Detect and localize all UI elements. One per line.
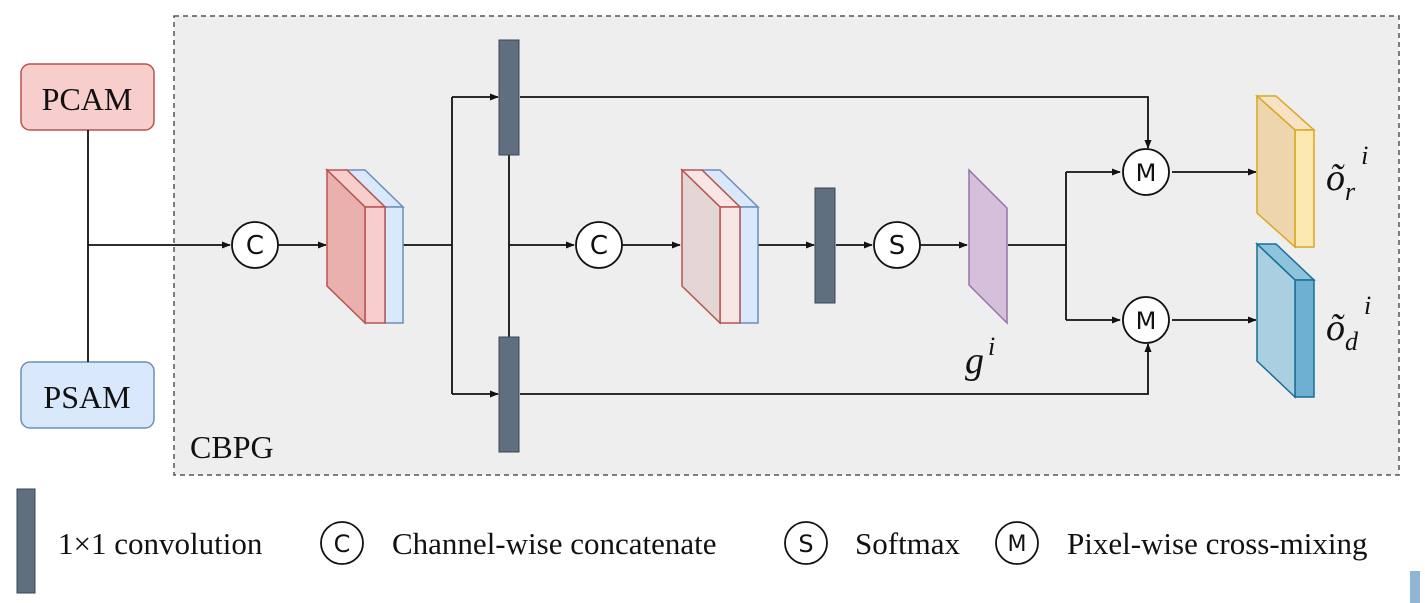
output-r-label: õri (1326, 141, 1368, 206)
svg-text:M: M (1136, 307, 1157, 335)
concat-feature-stack-1 (325, 168, 405, 325)
svg-text:C: C (334, 530, 351, 558)
svg-text:S: S (889, 231, 906, 261)
conv-bar-bottom (498, 336, 520, 453)
pcam-label: PCAM (42, 81, 133, 117)
legend-softmax-icon (784, 521, 828, 565)
legend-concat-icon (320, 521, 364, 565)
legend-conv-swatch (16, 488, 36, 594)
conv-bar-middle (814, 187, 836, 304)
output-feature-r (1255, 94, 1316, 249)
svg-text:M: M (1136, 159, 1157, 187)
output-feature-d (1255, 242, 1316, 399)
legend-mix-icon (995, 521, 1039, 565)
concat-op-1: C (231, 221, 279, 269)
legend-conv-label: 1×1 convolution (58, 526, 263, 561)
svg-text:S: S (798, 530, 813, 558)
legend-softmax-label: Softmax (855, 526, 961, 561)
legend-concat-label: Channel-wise concatenate (392, 526, 717, 561)
output-d-label: õdi (1326, 291, 1371, 356)
svg-text:C: C (246, 231, 264, 261)
corner-mark (1410, 571, 1420, 603)
svg-text:C: C (590, 231, 608, 261)
gate-map (968, 168, 1008, 325)
softmax-op: S (873, 221, 921, 269)
wires (87, 93, 1257, 398)
conv-bar-top (498, 39, 520, 156)
concat-op-2: C (575, 221, 623, 269)
concat-feature-stack-2 (680, 168, 760, 325)
mix-op-top: M (1122, 148, 1170, 196)
psam-label: PSAM (43, 379, 130, 415)
legend: 1×1 convolution C Channel-wise concatena… (16, 488, 1368, 594)
legend-mix-label: Pixel-wise cross-mixing (1067, 526, 1368, 561)
svg-text:M: M (1008, 532, 1027, 557)
mix-op-bottom: M (1122, 296, 1170, 344)
module-label: CBPG (190, 429, 274, 465)
